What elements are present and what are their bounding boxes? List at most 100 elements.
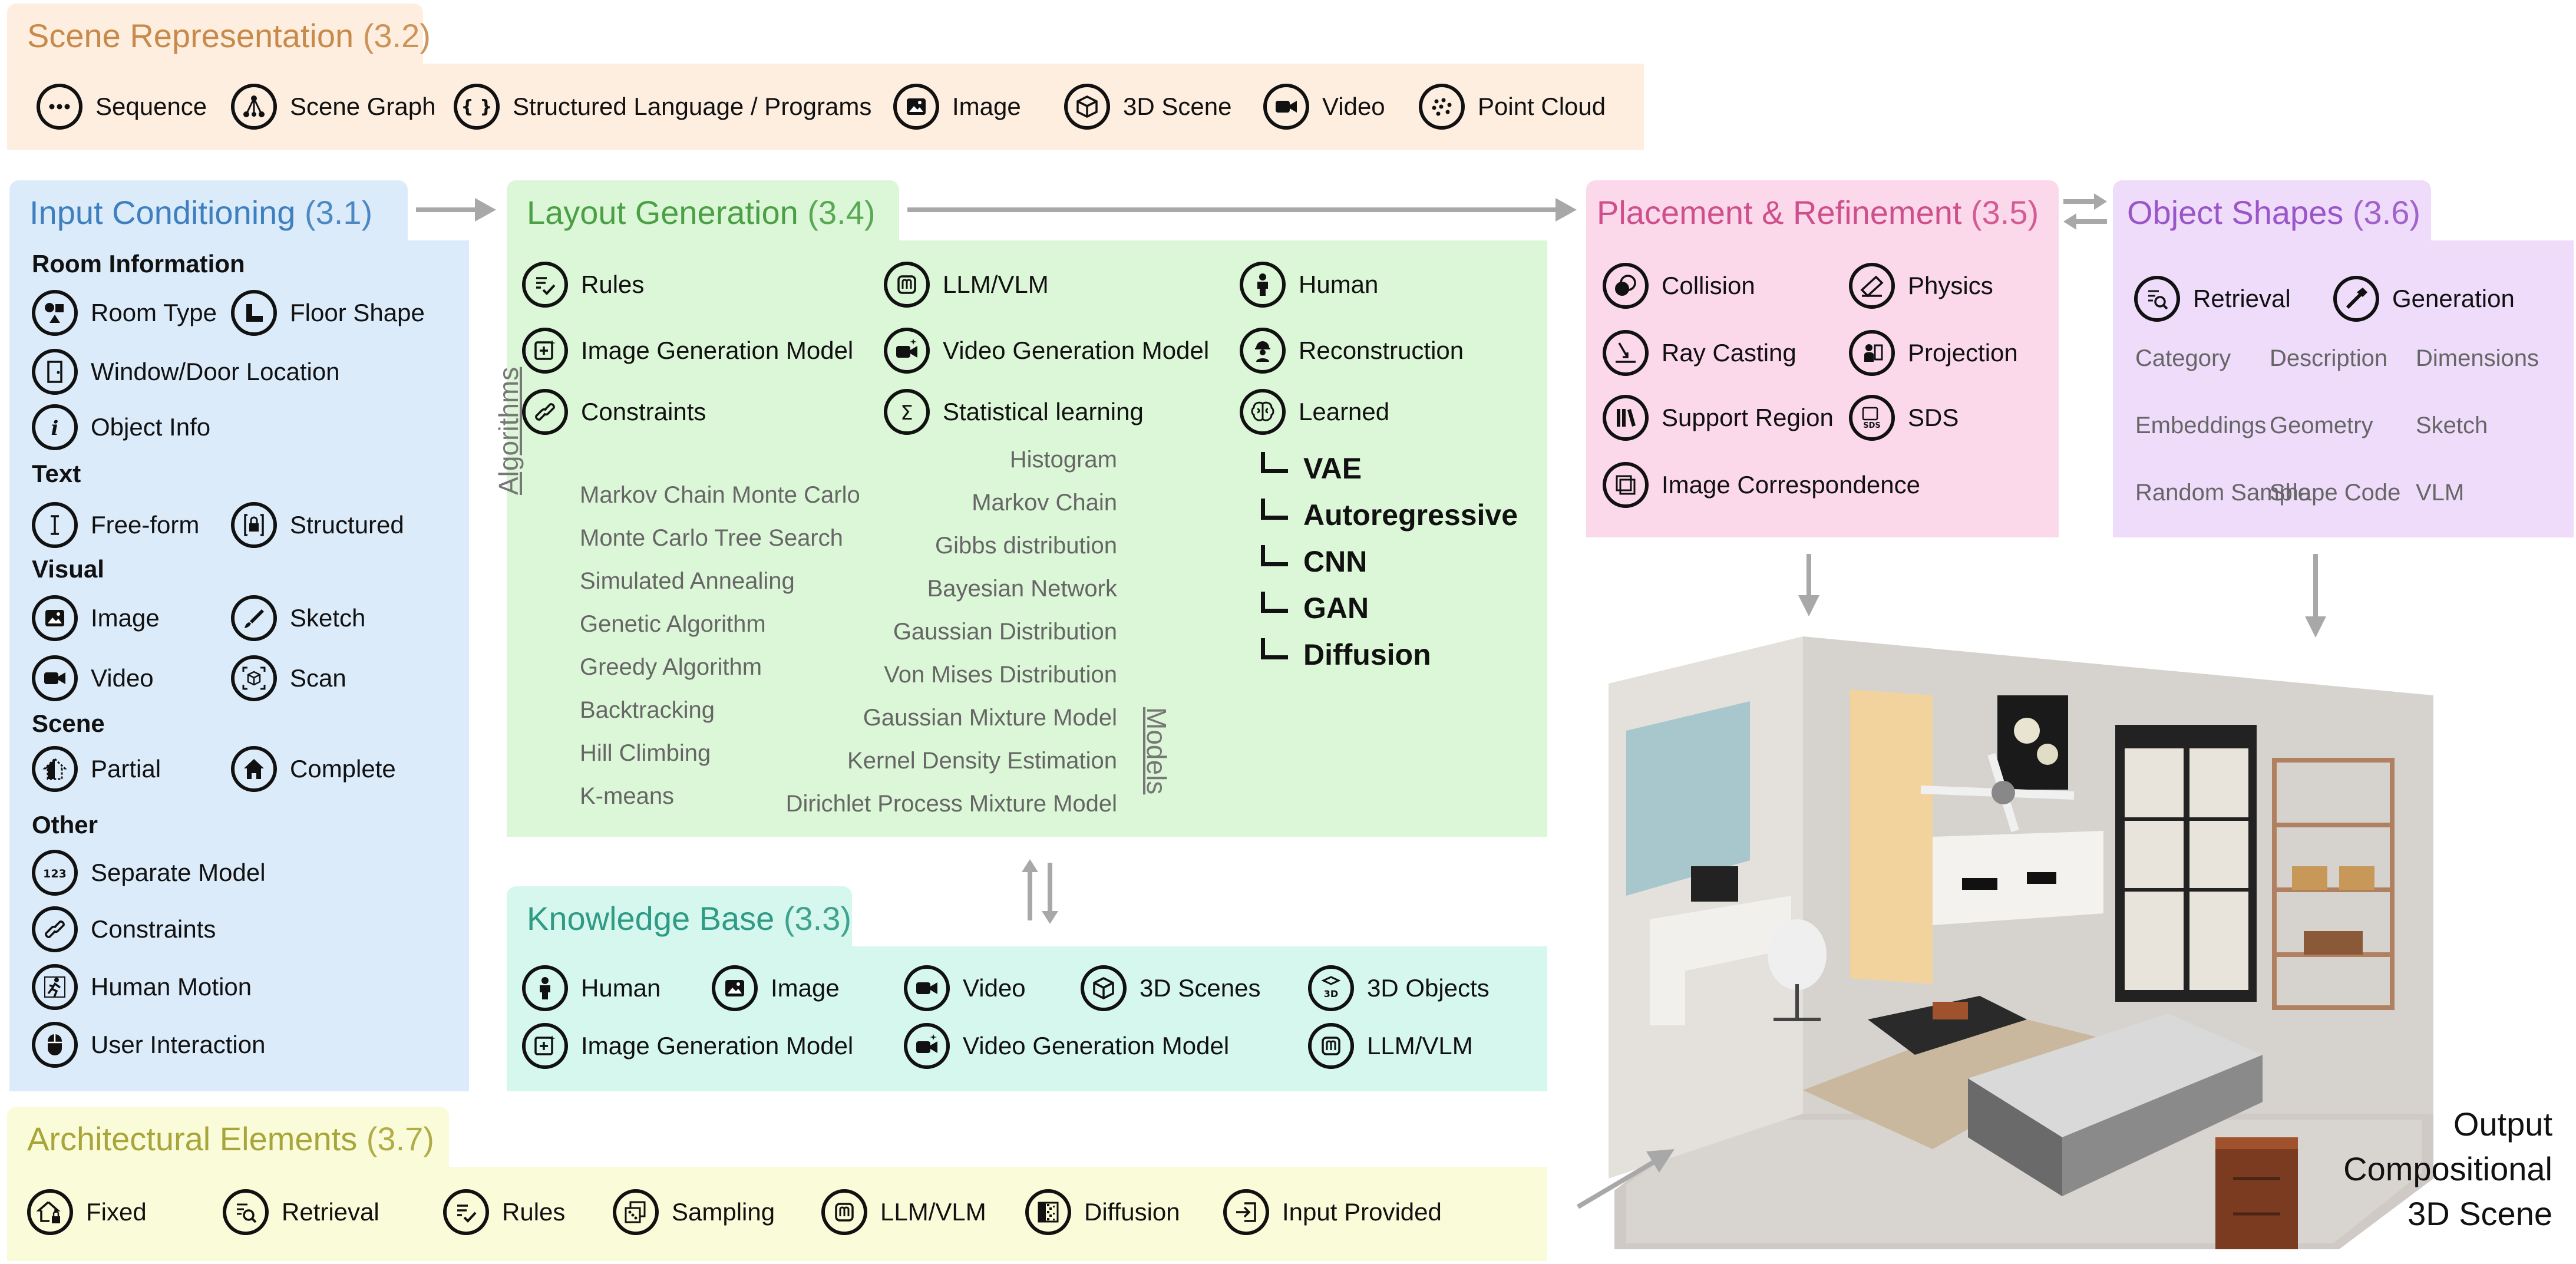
sigma-icon: Σ [884, 389, 930, 435]
window-door-item: Window/Door Location [32, 349, 340, 395]
braces-icon: { } [454, 84, 500, 130]
brain-icon [1240, 389, 1286, 435]
arrow-shapes-down [2313, 554, 2318, 622]
layout-reconstruction-item: Reconstruction [1240, 328, 1464, 374]
sds-icon: SDS [1849, 395, 1895, 441]
sds-item: SDS SDS [1849, 395, 1959, 441]
arch-llm-item: LLM/VLM [821, 1189, 986, 1235]
books-icon [1603, 395, 1649, 441]
branch-connector [1261, 545, 1288, 566]
numbers-icon: 123 [32, 850, 78, 896]
shape-keyword: Shape Code [2270, 480, 2401, 506]
shape-keyword: Dimensions [2416, 345, 2539, 371]
image-icon [32, 595, 78, 641]
layout-generation-num: (3.4) [807, 194, 876, 231]
video-icon [904, 965, 950, 1011]
svg-text:3D: 3D [1324, 988, 1338, 999]
knowledge-base-tab: Knowledge Base (3.3) [507, 886, 852, 948]
scene-tv-stand [1933, 831, 2103, 925]
image-correspondence-item: Image Correspondence [1603, 462, 1920, 508]
algorithm-item: Monte Carlo Tree Search [580, 525, 843, 551]
mouse-icon [32, 1022, 78, 1068]
graph-icon [231, 84, 277, 130]
object-info-item: i Object Info [32, 404, 210, 450]
output-3d-scene [1609, 636, 2433, 1249]
video-icon [32, 655, 78, 701]
room-info-heading: Room Information [32, 250, 245, 278]
scene-rep-structured-language: { } Structured Language / Programs [454, 84, 871, 130]
retrieval-icon [223, 1189, 269, 1235]
structured-item: Structured [231, 502, 404, 548]
arch-fixed-item: Fixed [27, 1189, 147, 1235]
algorithm-item: K-means [580, 783, 675, 809]
shape-keyword: Embeddings [2135, 412, 2267, 438]
complete-item: Complete [231, 746, 396, 792]
input-conditioning-tab: Input Conditioning (3.1) [9, 180, 408, 242]
person-icon [522, 965, 568, 1011]
hammer-icon [2333, 276, 2379, 322]
house-lock-icon [27, 1189, 73, 1235]
knowledge-base-panel [507, 946, 1547, 1091]
cube-icon [1081, 965, 1127, 1011]
shape-keyword: Random Sample [2135, 480, 2311, 506]
scene-rep-scene-graph: Scene Graph [231, 84, 436, 130]
retrieval-icon [2134, 276, 2180, 322]
architectural-title: Architectural Elements [27, 1120, 358, 1157]
learned-model-label: GAN [1303, 592, 1369, 625]
ray-icon [1603, 330, 1649, 376]
llm-icon [1308, 1023, 1354, 1069]
scene-rep-3d-scene: 3D Scene [1064, 84, 1231, 130]
user-interaction-item: User Interaction [32, 1022, 265, 1068]
learned-model-label: Diffusion [1303, 638, 1431, 671]
shapes-retrieval-item: Retrieval [2134, 276, 2291, 322]
algorithm-item: Backtracking [580, 697, 715, 723]
arch-rules-item: Rules [443, 1189, 565, 1235]
scene-rep-image: Image [893, 84, 1021, 130]
architectural-num: (3.7) [366, 1120, 434, 1157]
object-shapes-tab: Object Shapes (3.6) [2113, 180, 2431, 242]
layout-video-gen-item: Video Generation Model [884, 328, 1209, 374]
arrow-placement-shapes [2063, 193, 2107, 230]
door-icon [32, 349, 78, 395]
object-shapes-title: Object Shapes [2127, 194, 2344, 231]
knowledge-base-num: (3.3) [783, 900, 852, 937]
layout-statistical-item: Σ Statistical learning [884, 389, 1144, 435]
link-icon [32, 906, 78, 952]
structured-lock-icon [231, 502, 277, 548]
layout-generation-panel [507, 240, 1547, 837]
diffusion-icon [1025, 1189, 1071, 1235]
scene-rug [1803, 1014, 2121, 1149]
layout-rules-item: Rules [522, 262, 644, 308]
model-item: Gaussian Mixture Model [863, 705, 1117, 731]
image-icon [893, 84, 939, 130]
partial-house-icon [32, 746, 78, 792]
kb-image-item: Image [712, 965, 840, 1011]
arrowhead-shapes-down [2305, 616, 2326, 638]
sampling-icon [613, 1189, 659, 1235]
physics-icon [1849, 263, 1895, 309]
arrow-placement-down [1806, 554, 1811, 601]
output-label: Output Compositional 3D Scene [2343, 1102, 2552, 1236]
model-item: Bayesian Network [927, 576, 1117, 602]
placement-num: (3.5) [1970, 194, 2039, 231]
llm-icon [884, 262, 930, 308]
projection-item: Projection [1849, 330, 2018, 376]
other-heading: Other [32, 811, 98, 839]
house-icon [231, 746, 277, 792]
branch-connector [1261, 638, 1288, 659]
kb-3d-objects-item: 3D 3D Objects [1308, 965, 1490, 1011]
ellipsis-icon [37, 84, 82, 130]
model-item: Von Mises Distribution [884, 662, 1117, 688]
layout-image-gen-item: Image Generation Model [522, 328, 853, 374]
layout-constraints-item: Constraints [522, 389, 706, 435]
learned-model-item: VAE [1261, 451, 1362, 486]
branch-connector [1261, 592, 1288, 613]
arch-sampling-item: Sampling [613, 1189, 775, 1235]
brush-icon [231, 595, 277, 641]
placement-title: Placement & Refinement [1597, 194, 1962, 231]
learned-model-label: CNN [1303, 545, 1368, 578]
arch-diffusion-item: Diffusion [1025, 1189, 1180, 1235]
scene-rep-point-cloud: Point Cloud [1419, 84, 1606, 130]
layout-generation-tab: Layout Generation (3.4) [507, 180, 899, 242]
physics-item: Physics [1849, 263, 1993, 309]
